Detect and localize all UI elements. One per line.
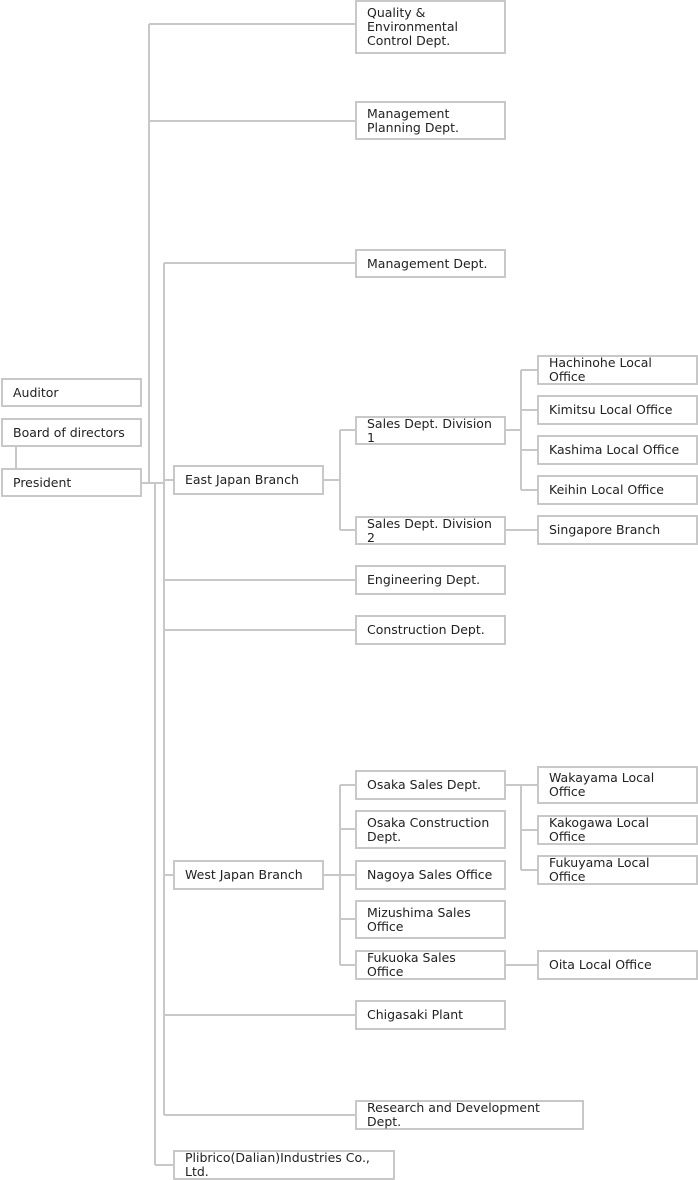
board-of-directors-box: Board of directors bbox=[1, 418, 142, 447]
office-kashima-label: Kashima Local Office bbox=[549, 442, 680, 457]
singapore-branch-box: Singapore Branch bbox=[537, 515, 698, 545]
dalian-subsidiary-label: Plibrico(Dalian)Industries Co., Ltd. bbox=[185, 1150, 370, 1179]
office-hachinohe-label: Hachinohe Local Office bbox=[549, 355, 652, 384]
nagoya-sales-box: Nagoya Sales Office bbox=[355, 860, 506, 890]
office-kimitsu-label: Kimitsu Local Office bbox=[549, 402, 673, 417]
office-hachinohe-box: Hachinohe Local Office bbox=[537, 355, 698, 385]
rnd-dept-box: Research and Development Dept. bbox=[355, 1100, 584, 1130]
management-planning-label: Management Planning Dept. bbox=[367, 105, 459, 135]
osaka-sales-label: Osaka Sales Dept. bbox=[367, 777, 482, 792]
sales-division-1-label: Sales Dept. Division 1 bbox=[367, 415, 492, 445]
auditor-label: Auditor bbox=[13, 384, 59, 400]
quality-dept-box: Quality & Environmental Control Dept. bbox=[355, 0, 506, 54]
office-fukuyama-box: Fukuyama Local Office bbox=[537, 855, 698, 885]
management-dept-box: Management Dept. bbox=[355, 249, 506, 278]
engineering-dept-box: Engineering Dept. bbox=[355, 565, 506, 595]
west-japan-branch-box: West Japan Branch bbox=[173, 860, 324, 890]
office-kakogawa-label: Kakogawa Local Office bbox=[549, 815, 649, 844]
board-label: Board of directors bbox=[13, 424, 125, 440]
nagoya-sales-label: Nagoya Sales Office bbox=[367, 867, 493, 882]
east-japan-branch-box: East Japan Branch bbox=[173, 465, 324, 495]
sales-division-1-box: Sales Dept. Division 1 bbox=[355, 416, 506, 445]
office-wakayama-box: Wakayama Local Office bbox=[537, 766, 698, 804]
office-kimitsu-box: Kimitsu Local Office bbox=[537, 395, 698, 425]
office-kashima-box: Kashima Local Office bbox=[537, 435, 698, 465]
president-box: President bbox=[1, 468, 142, 497]
quality-dept-label: Quality & Environmental Control Dept. bbox=[367, 5, 458, 48]
fukuoka-sales-label: Fukuoka Sales Office bbox=[367, 950, 456, 979]
rnd-dept-label: Research and Development Dept. bbox=[367, 1100, 540, 1129]
management-planning-box: Management Planning Dept. bbox=[355, 101, 506, 140]
chigasaki-plant-box: Chigasaki Plant bbox=[355, 1000, 506, 1030]
chigasaki-plant-label: Chigasaki Plant bbox=[367, 1007, 464, 1022]
management-dept-label: Management Dept. bbox=[367, 255, 488, 271]
construction-dept-label: Construction Dept. bbox=[367, 622, 485, 637]
sales-division-2-box: Sales Dept. Division 2 bbox=[355, 516, 506, 545]
auditor-box: Auditor bbox=[1, 378, 142, 407]
president-label: President bbox=[13, 474, 72, 490]
fukuoka-sales-box: Fukuoka Sales Office bbox=[355, 950, 506, 980]
office-oita-box: Oita Local Office bbox=[537, 950, 698, 980]
mizushima-sales-label: Mizushima Sales Office bbox=[367, 904, 471, 934]
mizushima-sales-box: Mizushima Sales Office bbox=[355, 900, 506, 939]
east-japan-branch-label: East Japan Branch bbox=[185, 472, 299, 487]
office-keihin-box: Keihin Local Office bbox=[537, 475, 698, 505]
singapore-branch-label: Singapore Branch bbox=[549, 522, 661, 537]
construction-dept-box: Construction Dept. bbox=[355, 615, 506, 645]
office-kakogawa-box: Kakogawa Local Office bbox=[537, 815, 698, 845]
sales-division-2-label: Sales Dept. Division 2 bbox=[367, 515, 492, 545]
office-oita-label: Oita Local Office bbox=[549, 957, 652, 972]
office-wakayama-label: Wakayama Local Office bbox=[549, 770, 655, 799]
office-keihin-label: Keihin Local Office bbox=[549, 482, 664, 497]
dalian-subsidiary-box: Plibrico(Dalian)Industries Co., Ltd. bbox=[173, 1150, 395, 1180]
office-fukuyama-label: Fukuyama Local Office bbox=[549, 855, 650, 884]
osaka-construction-label: Osaka Construction Dept. bbox=[367, 814, 490, 844]
west-japan-branch-label: West Japan Branch bbox=[185, 867, 303, 882]
osaka-construction-box: Osaka Construction Dept. bbox=[355, 810, 506, 849]
osaka-sales-box: Osaka Sales Dept. bbox=[355, 770, 506, 800]
engineering-dept-label: Engineering Dept. bbox=[367, 572, 481, 587]
